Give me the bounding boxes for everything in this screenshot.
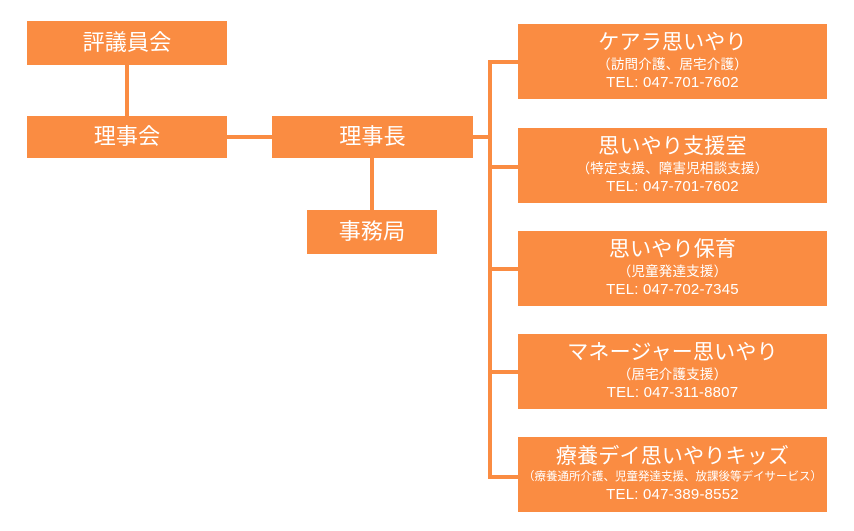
- node-telephone: TEL: 047-701-7602: [606, 74, 739, 91]
- node-carer-omoiyari[interactable]: ケアラ思いやり （訪問介護、居宅介護） TEL: 047-701-7602: [518, 24, 827, 99]
- connector-trunk-branch-3: [488, 267, 518, 271]
- node-omoiyari-shienshitsu[interactable]: 思いやり支援室 （特定支援、障害児相談支援） TEL: 047-701-7602: [518, 128, 827, 203]
- node-telephone: TEL: 047-311-8807: [606, 384, 739, 401]
- node-title: 理事会: [93, 124, 161, 150]
- connector-trunk-branch-2: [488, 165, 518, 169]
- node-subtitle: （訪問介護、居宅介護）: [597, 57, 748, 73]
- connector-trunk-branch-1: [488, 60, 518, 64]
- node-title: 療養デイ思いやりキッズ: [555, 445, 790, 469]
- node-councillors[interactable]: 評議員会: [27, 21, 227, 65]
- connector-councillors-board: [125, 65, 129, 116]
- node-subtitle: （特定支援、障害児相談支援）: [576, 161, 769, 177]
- node-title: マネージャー思いやり: [567, 341, 778, 365]
- node-secretariat[interactable]: 事務局: [307, 210, 437, 254]
- node-omoiyari-hoiku[interactable]: 思いやり保育 （児童発達支援） TEL: 047-702-7345: [518, 231, 827, 306]
- node-manager-omoiyari[interactable]: マネージャー思いやり （居宅介護支援） TEL: 047-311-8807: [518, 334, 827, 409]
- connector-chairman-secretariat: [370, 158, 374, 210]
- connector-chairman-trunk: [473, 135, 492, 139]
- connector-board-chairman: [227, 135, 272, 139]
- node-board[interactable]: 理事会: [27, 116, 227, 158]
- node-telephone: TEL: 047-701-7602: [606, 178, 739, 195]
- connector-trunk-branch-4: [488, 370, 518, 374]
- node-title: 理事長: [339, 124, 406, 150]
- node-telephone: TEL: 047-702-7345: [606, 281, 739, 298]
- node-title: 思いやり保育: [608, 238, 737, 262]
- node-subtitle: （居宅介護支援）: [617, 367, 728, 383]
- node-subtitle: （児童発達支援）: [617, 264, 728, 280]
- node-ryoyo-day-omoiyari-kids[interactable]: 療養デイ思いやりキッズ （療養通所介護、児童発達支援、放課後等デイサービス） T…: [518, 437, 827, 512]
- node-title: 思いやり支援室: [598, 135, 747, 159]
- node-title: ケアラ思いやり: [598, 31, 747, 55]
- node-title: 事務局: [338, 219, 406, 245]
- node-telephone: TEL: 047-389-8552: [606, 485, 739, 503]
- node-subtitle: （療養通所介護、児童発達支援、放課後等デイサービス）: [523, 471, 822, 484]
- connector-trunk-branch-5: [488, 475, 518, 479]
- node-title: 評議員会: [82, 30, 172, 56]
- node-chairman[interactable]: 理事長: [272, 116, 473, 158]
